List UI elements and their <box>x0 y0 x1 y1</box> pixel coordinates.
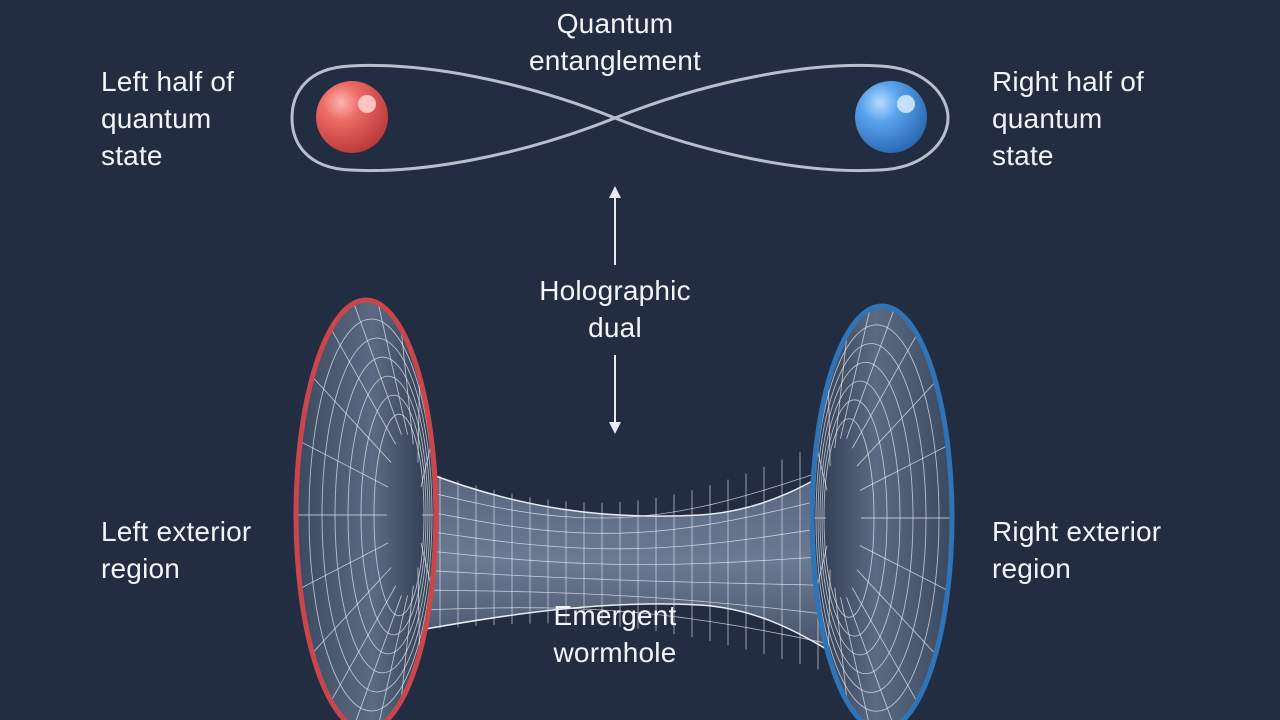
holographic-dual-label: Holographic dual <box>539 275 691 343</box>
mesh-parallel <box>419 469 881 519</box>
right-state-label: Right half of quantum state <box>992 66 1145 171</box>
left-mouth-mesh <box>296 303 436 720</box>
mesh-parallel <box>419 499 881 534</box>
mesh-radial <box>846 597 893 720</box>
right-particle <box>855 81 927 153</box>
entanglement-loop <box>290 63 950 173</box>
mesh-radial <box>815 445 828 491</box>
mesh-radial <box>417 567 421 654</box>
mesh-radial <box>420 441 433 488</box>
left-mouth-rim <box>293 297 439 720</box>
left-particle <box>316 81 388 153</box>
mesh-radial <box>400 585 414 702</box>
left-particle-highlight <box>358 95 376 113</box>
mesh-radial <box>379 595 408 720</box>
right-mouth-rim <box>809 303 955 720</box>
mesh-radial <box>859 445 948 491</box>
mesh-radial <box>312 567 392 654</box>
mesh-radial <box>330 328 397 445</box>
mesh-parallel <box>419 589 881 621</box>
mesh-radial <box>851 334 918 449</box>
mesh-radial <box>300 542 389 589</box>
mesh-radial <box>856 381 936 467</box>
mesh-radial <box>300 441 389 488</box>
mesh-radial <box>827 569 831 655</box>
right-particle-highlight <box>897 95 915 113</box>
entanglement-label: Quantum entanglement <box>528 8 702 76</box>
mesh-parallel <box>419 569 881 591</box>
left-exterior-label: Left exterior region <box>101 516 252 584</box>
mesh-radial <box>840 597 869 720</box>
mesh-radial <box>859 545 948 591</box>
right-exterior-label: Right exterior region <box>992 516 1162 584</box>
mesh-radial <box>312 376 392 463</box>
emergent-wormhole-label: Emergent wormhole <box>553 600 677 668</box>
mesh-radial <box>417 376 421 463</box>
mesh-parallel <box>419 549 881 565</box>
mesh-parallel <box>419 607 881 651</box>
mesh-radial <box>400 328 414 445</box>
mesh-radial <box>827 381 831 467</box>
mesh-radial <box>330 585 397 702</box>
wormhole-neck-mesh <box>419 441 881 678</box>
mesh-radial <box>377 303 408 435</box>
mesh-radial <box>355 595 402 720</box>
mesh-radial <box>353 303 402 435</box>
mesh-radial <box>846 309 895 439</box>
mesh-radial <box>815 545 828 591</box>
mesh-radial <box>420 542 433 589</box>
mesh-radial <box>856 569 936 655</box>
mesh-radial <box>851 587 918 702</box>
mesh-radial <box>834 587 848 702</box>
mesh-parallel <box>419 528 880 550</box>
mesh-radial <box>840 309 871 439</box>
left-state-label: Left half of quantum state <box>101 66 235 171</box>
mesh-radial <box>834 334 848 449</box>
